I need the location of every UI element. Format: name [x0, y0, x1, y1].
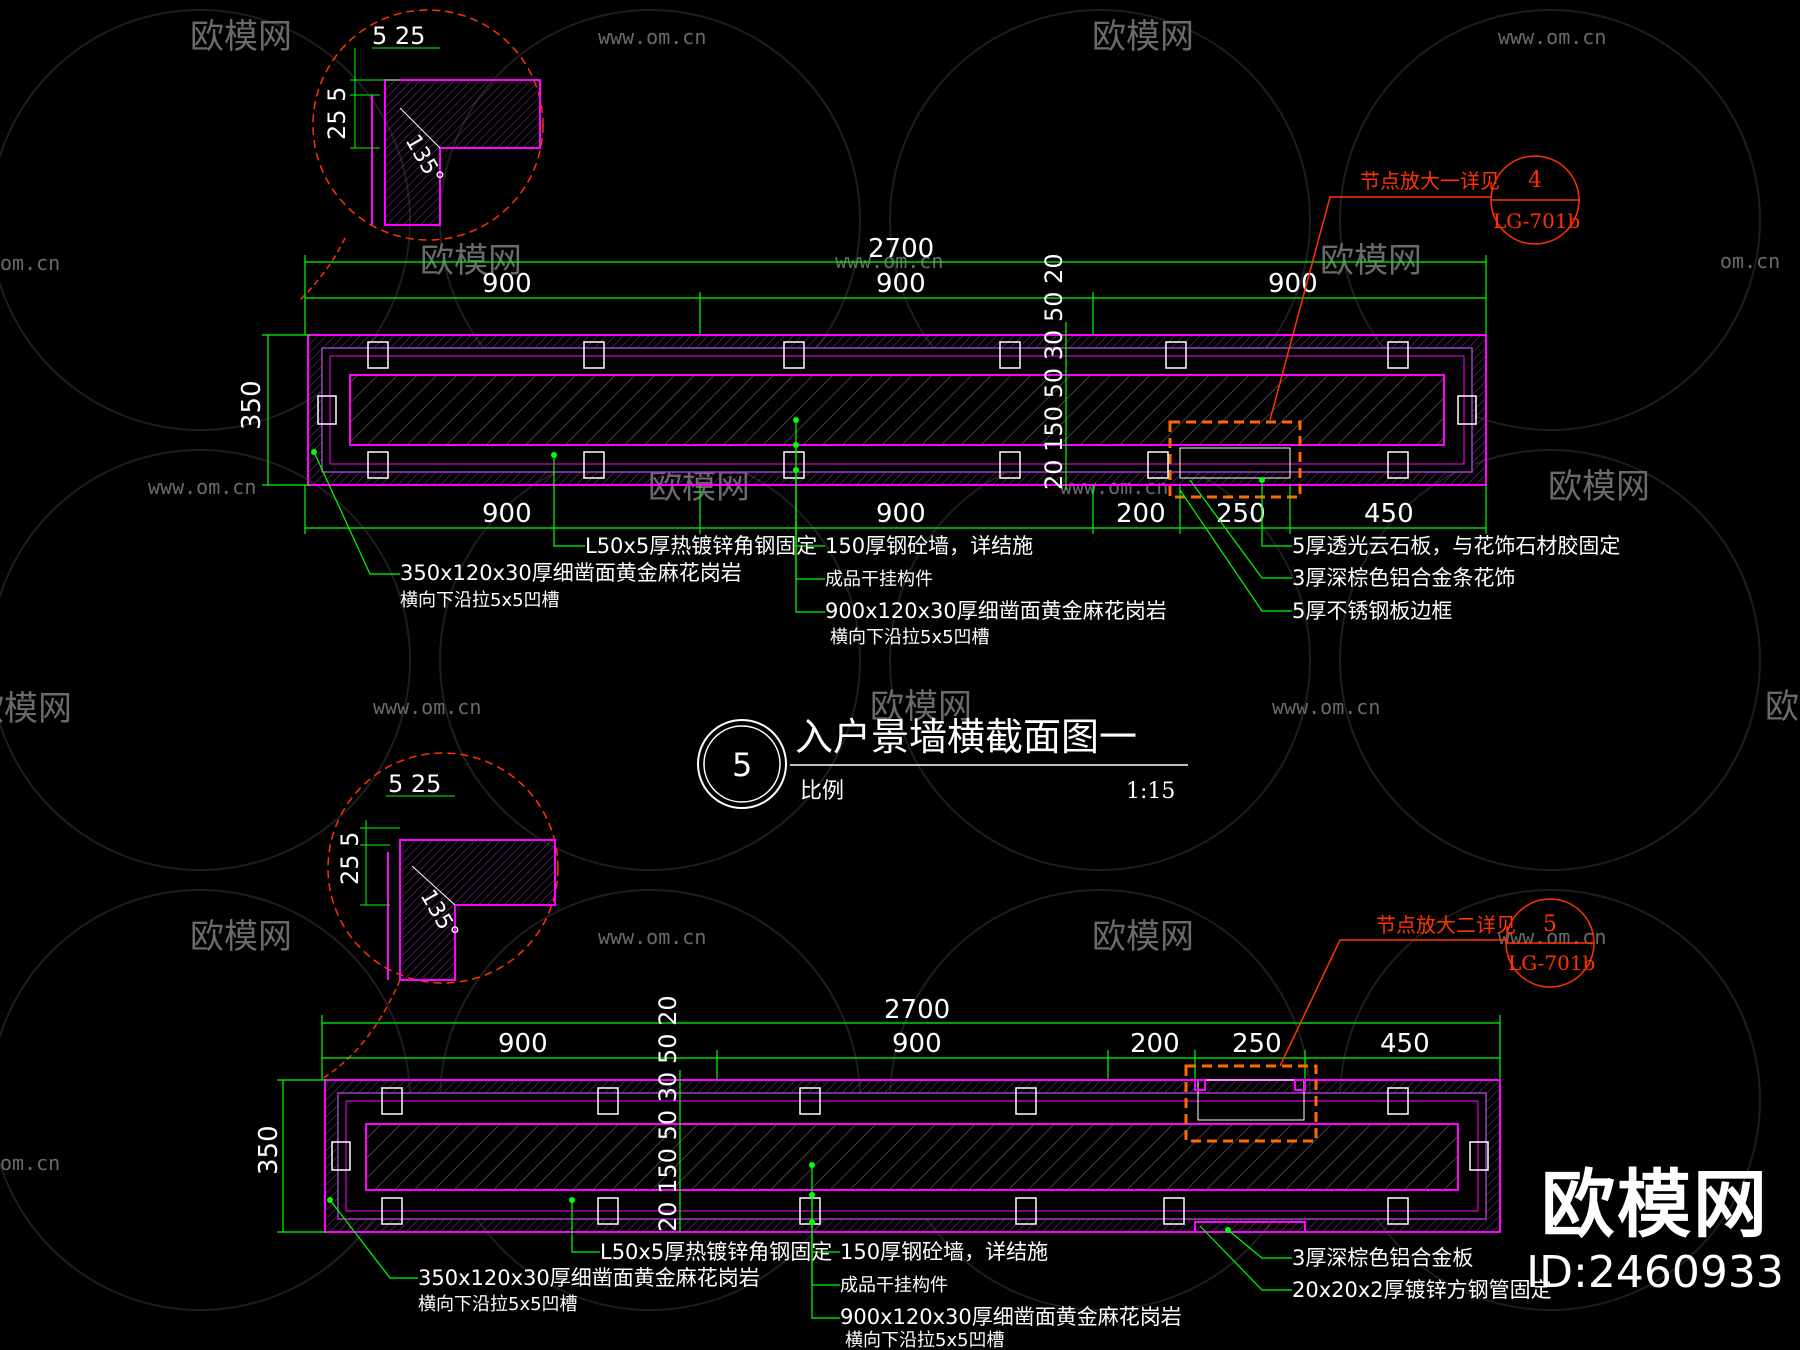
watermark-site: om.cn: [0, 1151, 60, 1175]
note-angle-steel: L50x5厚热镀锌角钢固定: [600, 1240, 832, 1264]
drawing-title: 5 入户景墙横截面图一 比例 1:15: [697, 715, 1188, 809]
watermark-brand: 欧模网: [1092, 17, 1194, 57]
wall-section-1: [307, 334, 1487, 499]
leaders-1: [313, 420, 1292, 613]
note-face-stone: 900x120x30厚细凿面黄金麻花岗岩: [825, 599, 1167, 623]
note-end-stone: 350x120x30厚细凿面黄金麻花岗岩: [418, 1266, 760, 1290]
title-text: 入户景墙横截面图一: [795, 715, 1137, 759]
note-end-groove: 横向下沿拉5x5凹槽: [418, 1294, 578, 1315]
note-end-groove: 横向下沿拉5x5凹槽: [400, 590, 560, 611]
overall-dim: 2700: [884, 995, 950, 1025]
detail-bubble-2: 5 25 25 5 135°: [319, 752, 559, 1081]
detail-dim-side: 25 5: [336, 832, 364, 885]
watermark-site: www.om.cn: [1498, 925, 1606, 949]
watermark-brand: 欧模网: [0, 689, 72, 729]
note-end-stone: 350x120x30厚细凿面黄金麻花岗岩: [400, 561, 742, 585]
callout-label: 节点放大二详见: [1376, 913, 1516, 937]
note-face-groove: 横向下沿拉5x5凹槽: [845, 1330, 1005, 1350]
detail-dim-top: 5 25: [372, 22, 425, 50]
watermark-site: www.om.cn: [598, 925, 706, 949]
watermark-site: www.om.cn: [148, 475, 256, 499]
height-dim: 350: [254, 1125, 284, 1175]
top-dim-b: 900: [876, 269, 926, 299]
watermark-brand: 欧模网: [1092, 917, 1194, 957]
brand-id: ID:2460933: [1526, 1247, 1784, 1298]
section-2: 5 25 25 5 135° 2700 900 900 200 250 450: [254, 752, 1595, 1350]
watermark-brand: 欧模网: [1320, 241, 1422, 281]
note-face-groove: 横向下沿拉5x5凹槽: [830, 627, 990, 648]
callout-ref: LG-701b: [1508, 951, 1595, 975]
title-number: 5: [732, 746, 752, 784]
callout-2: 节点放大二详见 5 LG-701b: [1279, 898, 1595, 1067]
top-dim-e: 450: [1380, 1029, 1430, 1059]
dims-bottom-1: [304, 485, 1487, 534]
callout-label: 节点放大一详见: [1360, 169, 1500, 193]
callout-1: 节点放大一详见 4 LG-701b: [1269, 155, 1580, 421]
hanger-brackets-2: [331, 1087, 1489, 1225]
note-onyx: 5厚透光云石板，与花饰石材胶固定: [1292, 534, 1620, 558]
bottom-dim-a: 900: [482, 499, 532, 529]
watermark-brand: 欧模网: [1548, 467, 1650, 507]
bottom-dim-e: 450: [1364, 499, 1414, 529]
scale-value: 1:15: [1126, 779, 1175, 804]
callout-num: 5: [1543, 912, 1557, 937]
brand-logo: 欧模网: [1541, 1162, 1769, 1248]
note-wall: 150厚钢砼墙，详结施: [840, 1240, 1048, 1264]
bottom-dim-b: 900: [876, 499, 926, 529]
wall-section-2: [324, 1064, 1501, 1233]
watermark-texts: 欧模网 www.om.cn 欧模网 www.om.cn om.cn 欧模网 ww…: [0, 17, 1800, 1181]
watermark-brand: 欧模网: [1765, 687, 1800, 727]
height-dim-2: [277, 1079, 326, 1233]
watermark-site: www.om.cn: [1498, 25, 1606, 49]
section-1: 5 25 25 5 135° 2700 900 900 900: [237, 9, 1620, 648]
leader-dots-2: [327, 1162, 1231, 1233]
top-dim-a: 900: [498, 1029, 548, 1059]
scale-label: 比例: [800, 779, 844, 804]
watermark-site: www.om.cn: [598, 25, 706, 49]
leader-dots-1: [311, 417, 1265, 483]
height-dim-1: [262, 334, 310, 486]
dims-top-2: [321, 1015, 1501, 1080]
note-face-stone: 900x120x30厚细凿面黄金麻花岗岩: [840, 1305, 1182, 1329]
dims-top-1: [304, 255, 1487, 335]
vertical-dims: 20 150 50 30 50 20: [654, 995, 682, 1232]
top-dim-a: 900: [482, 269, 532, 299]
note-steel-tube: 20x20x2厚镀锌方钢管固定: [1292, 1278, 1552, 1302]
top-dim-d: 250: [1232, 1029, 1282, 1059]
vertical-dims: 20 150 50 30 50 20: [1040, 253, 1068, 490]
watermark-brand: 欧模网: [870, 687, 972, 727]
note-alum: 3厚深棕色铝合金条花饰: [1292, 566, 1515, 590]
watermark-site: www.om.cn: [1272, 695, 1380, 719]
top-dim-c: 200: [1130, 1029, 1180, 1059]
detail-dim-side: 25 5: [323, 87, 351, 140]
bottom-dim-c: 200: [1116, 499, 1166, 529]
hanger-brackets-1: [317, 341, 1477, 479]
note-angle-steel: L50x5厚热镀锌角钢固定: [585, 534, 817, 558]
note-steel: 5厚不锈钢板边框: [1292, 599, 1452, 623]
bottom-dim-d: 250: [1216, 499, 1266, 529]
callout-num: 4: [1528, 168, 1542, 193]
detail-dim-top: 5 25: [388, 770, 441, 798]
note-hanger: 成品干挂构件: [825, 569, 933, 590]
height-dim: 350: [237, 380, 267, 430]
watermark-site: www.om.cn: [373, 695, 481, 719]
brand-stamp: 欧模网 ID:2460933: [1510, 1165, 1800, 1301]
top-dim-b: 900: [892, 1029, 942, 1059]
watermark-brand: 欧模网: [190, 917, 292, 957]
watermark-brand: 欧模网: [420, 241, 522, 281]
note-hanger: 成品干挂构件: [840, 1275, 948, 1296]
watermark-site: om.cn: [1720, 249, 1780, 273]
watermark-brand: 欧模网: [190, 17, 292, 57]
top-dim-c: 900: [1268, 269, 1318, 299]
detail-bubble-1: 5 25 25 5 135°: [299, 9, 544, 301]
watermark-site: www.om.cn: [835, 249, 943, 273]
watermark-site: om.cn: [0, 251, 60, 275]
overall-dim: 2700: [868, 234, 934, 264]
callout-ref: LG-701b: [1493, 209, 1580, 233]
note-alum-plate: 3厚深棕色铝合金板: [1292, 1246, 1473, 1270]
note-wall: 150厚钢砼墙，详结施: [825, 534, 1033, 558]
